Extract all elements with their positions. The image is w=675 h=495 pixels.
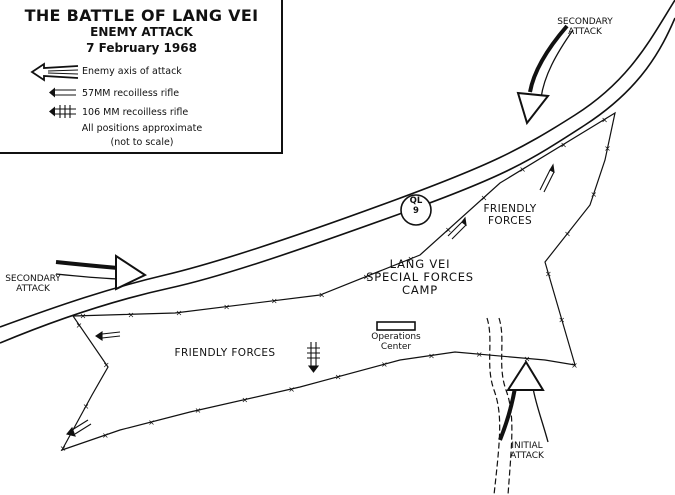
wire-mark: × <box>195 406 202 415</box>
wire-mark: × <box>288 385 295 394</box>
wire-mark: × <box>558 315 565 324</box>
label-friendly-forces-ne-line1: FRIENDLY <box>483 203 537 215</box>
wire-mark: × <box>128 310 135 319</box>
legend-title: THE BATTLE OF LANG VEI <box>24 6 259 25</box>
stream-left-bank <box>486 317 501 495</box>
label-secondary-attack-ne-line2: ATTACK <box>568 27 602 38</box>
wire-mark: × <box>407 255 414 264</box>
legend-item-57mm: 57MM recoilless rifle <box>82 88 180 99</box>
wire-mark: × <box>176 309 183 318</box>
wire-mark: × <box>601 115 608 124</box>
legend-date: 7 February 1968 <box>86 41 197 55</box>
label-secondary-attack-ne: SECONDARY ATTACK <box>540 17 630 38</box>
wire-mark: × <box>102 431 109 440</box>
map-legend: THE BATTLE OF LANG VEI ENEMY ATTACK 7 Fe… <box>0 0 283 154</box>
label-camp-line2: SPECIAL FORCES <box>366 270 474 285</box>
enemy-axis-icon <box>30 62 79 82</box>
wire-mark: × <box>564 230 571 239</box>
label-secondary-attack-w-line2: ATTACK <box>16 284 50 295</box>
camp-perimeter <box>60 111 616 452</box>
rifle-57mm-icon <box>49 87 76 98</box>
wire-mark: × <box>476 350 483 359</box>
wire-mark: × <box>80 312 87 321</box>
wire-mark: × <box>103 360 110 369</box>
wire-mark: × <box>445 225 452 234</box>
wire-mark: × <box>241 396 248 405</box>
wire-mark: × <box>590 190 597 199</box>
label-friendly-forces-ne-line2: FORCES <box>487 215 533 228</box>
legend-item-enemy-axis: Enemy axis of attack <box>82 66 182 77</box>
rifle-57mm-east <box>539 163 555 193</box>
rifle-57mm-southwest <box>66 419 92 437</box>
route-marker-line1: QL <box>409 196 423 206</box>
wire-obstacle-marks: × × × × × × × × × × × × × × × × × × × × × × × × × × × × × × × × × <box>60 115 611 453</box>
wire-mark: × <box>524 354 531 363</box>
label-camp-line1: LANG VEI <box>389 257 451 271</box>
label-operations-center-line2: Center <box>380 342 412 353</box>
wire-mark: × <box>428 351 435 360</box>
label-secondary-attack-w-line1: SECONDARY <box>5 274 61 284</box>
label-camp: LANG VEI SPECIAL FORCES CAMP <box>350 257 490 298</box>
legend-note: All positions approximate <box>81 123 203 134</box>
label-initial-attack: INITIAL ATTACK <box>497 441 557 462</box>
wire-mark: × <box>481 193 488 202</box>
label-operations-center-line1: Operations <box>371 332 421 342</box>
label-secondary-attack-w: SECONDARY ATTACK <box>0 274 66 295</box>
wire-mark: × <box>223 303 230 312</box>
label-friendly-forces-ne: FRIENDLY FORCES <box>470 203 550 227</box>
secondary-attack-arrow-w <box>55 254 148 291</box>
wire-mark: × <box>318 290 325 299</box>
rifle-106mm-icon <box>49 105 76 118</box>
legend-item-106mm: 106 MM recoilless rifle <box>82 107 189 118</box>
wire-mark: × <box>271 297 278 306</box>
label-initial-attack-line2: ATTACK <box>510 451 544 462</box>
rifle-106mm-camp <box>307 342 320 373</box>
stream-right-bank <box>498 317 513 495</box>
wire-mark: × <box>335 373 342 382</box>
wire-mark: × <box>76 321 83 330</box>
wire-mark: × <box>363 272 370 281</box>
rifle-57mm-west <box>95 330 121 342</box>
wire-mark: × <box>60 444 67 453</box>
rifle-57mm-near-road <box>447 216 467 240</box>
wire-mark: × <box>560 140 567 149</box>
operations-center-box <box>376 321 416 331</box>
wire-mark: × <box>604 144 611 153</box>
initial-attack-arrow <box>498 360 549 443</box>
label-camp-line3: CAMP <box>402 283 438 298</box>
legend-subtitle: ENEMY ATTACK <box>90 25 193 39</box>
wire-mark: × <box>519 165 526 174</box>
wire-mark: × <box>83 402 90 411</box>
route-marker-label: QL 9 <box>401 196 431 217</box>
label-friendly-forces-w: FRIENDLY FORCES <box>174 347 276 359</box>
wire-mark: × <box>148 418 155 427</box>
wire-mark: × <box>571 361 578 370</box>
wire-mark: × <box>545 269 552 278</box>
route-marker-circle <box>400 194 432 226</box>
legend-note-scale: (not to scale) <box>110 137 174 148</box>
secondary-attack-arrow-ne <box>516 24 574 126</box>
label-initial-attack-line1: INITIAL <box>511 441 543 451</box>
label-secondary-attack-ne-line1: SECONDARY <box>557 17 613 27</box>
label-operations-center: Operations Center <box>363 332 429 353</box>
wire-mark: × <box>381 360 388 369</box>
route-marker-line2: 9 <box>413 205 419 216</box>
